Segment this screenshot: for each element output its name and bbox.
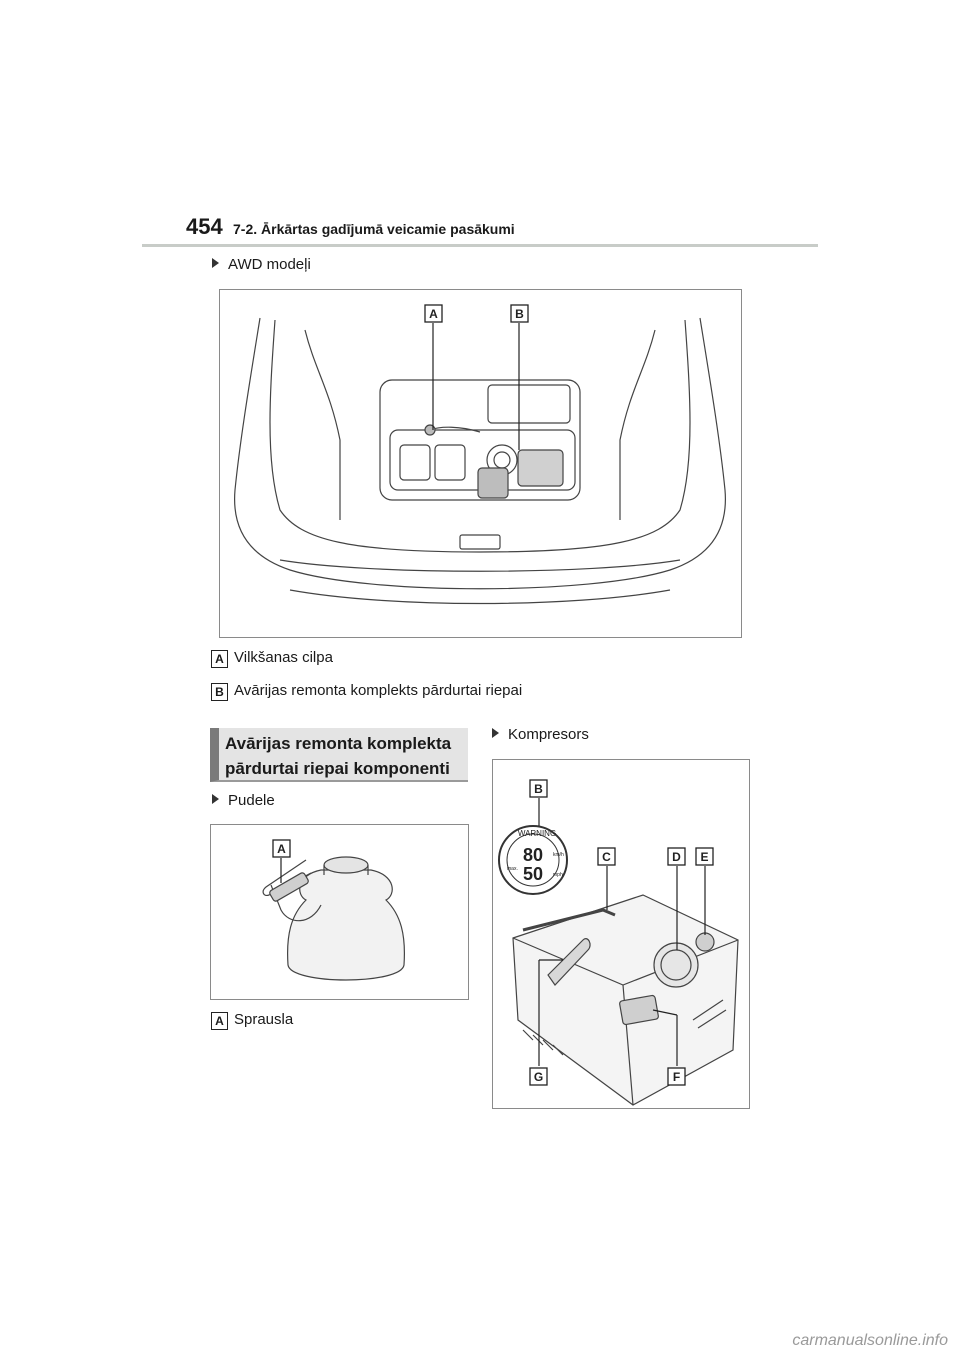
label-box-a	[272, 839, 291, 858]
page-number: 454	[186, 214, 223, 239]
label-f: F	[673, 1070, 680, 1084]
caption-tag: A	[211, 650, 228, 668]
label-b: B	[534, 782, 543, 796]
label-d: D	[672, 850, 681, 864]
label-b: B	[515, 307, 524, 321]
arrow-bullet-icon	[492, 728, 499, 738]
warning-sticker: WARNING 80 50 km/h mph max.	[498, 825, 568, 895]
figure-trunk: A B	[219, 289, 742, 638]
watermark: carmanualsonline.info	[792, 1332, 948, 1349]
label-e: E	[700, 850, 708, 864]
caption-repair-kit: B Avārijas remonta komplekts pārdurtai ri…	[211, 682, 522, 701]
arrow-bullet-icon	[212, 258, 219, 268]
sticker-unit-mph: mph	[553, 872, 563, 878]
components-heading: Avārijas remonta komplekta pārdurtai rie…	[210, 728, 468, 782]
label-box-g	[529, 1067, 548, 1086]
caption-tag: B	[211, 683, 228, 701]
bullet-awd-text: AWD modeļi	[228, 256, 311, 273]
sticker-unit-kmh: km/h	[553, 852, 564, 858]
label-box-b	[510, 304, 529, 323]
sticker-speed-mph: 50	[523, 864, 543, 884]
caption-text: Sprausla	[234, 1011, 294, 1028]
label-box-e	[695, 847, 714, 866]
caption-text: Avārijas remonta komplekts pārdurtai rie…	[234, 682, 523, 699]
label-box-f	[667, 1067, 686, 1086]
label-a: A	[429, 307, 438, 321]
sticker-max: max.	[507, 866, 518, 872]
label-box-a	[424, 304, 443, 323]
compressor-illustration: WARNING 80 50 km/h mph max.	[498, 779, 739, 1106]
bullet-compressor-text: Kompresors	[508, 726, 589, 743]
label-box-c	[597, 847, 616, 866]
bullet-compressor: Kompresors	[492, 726, 589, 743]
bullet-awd: AWD modeļi	[212, 256, 311, 273]
label-box-b	[529, 779, 548, 798]
trunk-illustration: A B	[233, 304, 727, 605]
label-g: G	[534, 1070, 543, 1084]
label-c: C	[602, 850, 611, 864]
figure-compressor: WARNING 80 50 km/h mph max.	[492, 759, 750, 1109]
figure-bottle: A	[210, 824, 469, 1000]
label-a: A	[277, 842, 286, 856]
section-title: 7-2. Ārkārtas gadījumā veicamie pasākumi	[233, 221, 515, 237]
bullet-bottle-text: Pudele	[228, 792, 275, 809]
sticker-speed-kmh: 80	[523, 845, 543, 865]
bullet-bottle: Pudele	[212, 792, 275, 809]
caption-tag: A	[211, 1012, 228, 1030]
caption-nozzle: A Sprausla	[211, 1011, 293, 1030]
components-heading-line2: pārdurtai riepai komponenti	[225, 759, 450, 778]
caption-text: Vilkšanas cilpa	[234, 649, 333, 666]
label-box-d	[667, 847, 686, 866]
arrow-bullet-icon	[212, 794, 219, 804]
sticker-warning: WARNING	[518, 829, 556, 838]
components-heading-line1: Avārijas remonta komplekta	[225, 734, 452, 753]
caption-tow-hook: A Vilkšanas cilpa	[211, 649, 333, 668]
header-rule	[142, 244, 818, 247]
bottle-illustration: A	[262, 839, 406, 981]
